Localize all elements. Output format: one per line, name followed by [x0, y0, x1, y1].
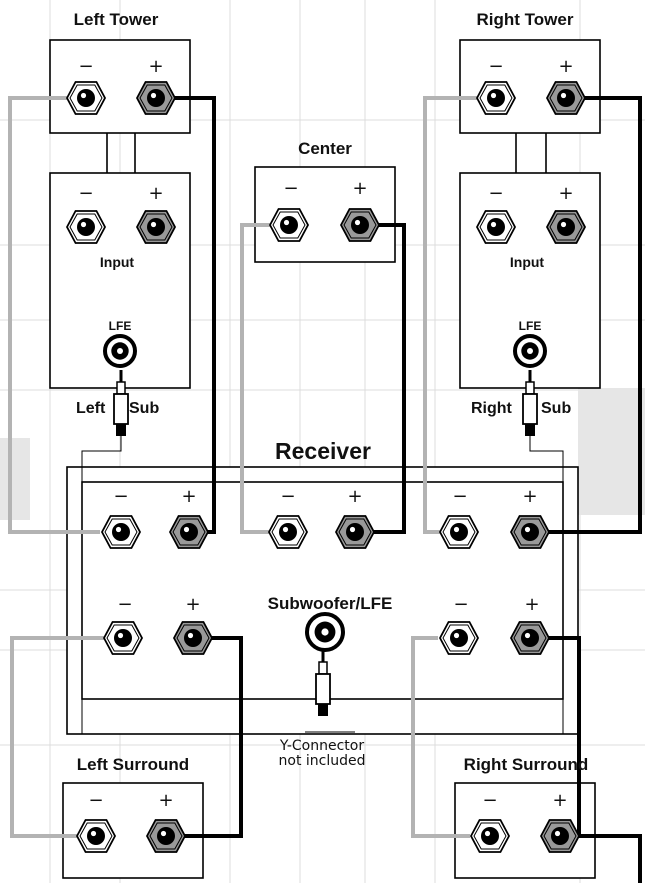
positive-terminal-icon: [145, 819, 187, 853]
positive-terminal-icon: [168, 515, 210, 549]
right-lfe-label: LFE: [519, 319, 542, 333]
minus-sign: −: [452, 486, 467, 507]
negative-terminal-icon: [438, 621, 480, 655]
right-label: Right: [471, 400, 513, 417]
left-input-label: Input: [100, 254, 135, 270]
right-surround-label: Right Surround: [464, 755, 589, 774]
minus-sign: −: [113, 486, 128, 507]
left-label: Left: [76, 400, 106, 417]
plus-sign: +: [148, 183, 163, 204]
lfe-jack-icon: [103, 334, 137, 368]
positive-terminal-icon: [509, 621, 551, 655]
negative-terminal-icon: [268, 208, 310, 242]
y-connector-line1: Y-Connector: [279, 738, 364, 754]
plus-sign: +: [558, 183, 573, 204]
negative-terminal-icon: [469, 819, 511, 853]
positive-terminal-icon: [545, 210, 587, 244]
minus-sign: −: [488, 183, 503, 204]
jacks: [103, 334, 547, 652]
right-sub-label: Sub: [541, 400, 571, 417]
positive-terminal-icon: [135, 81, 177, 115]
y-connector-line2: not included: [279, 753, 366, 769]
plugs: [113, 370, 538, 716]
plus-sign: +: [181, 486, 196, 507]
plus-sign: +: [352, 178, 367, 199]
positive-terminal-icon: [172, 621, 214, 655]
minus-sign: −: [488, 56, 503, 77]
positive-terminal-icon: [339, 208, 381, 242]
plus-sign: +: [552, 790, 567, 811]
lfe-lines: [81, 425, 564, 734]
positive-terminal-icon: [539, 819, 581, 853]
minus-sign: −: [117, 594, 132, 615]
gray-panel-left: [0, 438, 30, 520]
plus-sign: +: [185, 594, 200, 615]
left-sub-label: Sub: [129, 400, 159, 417]
negative-terminal-icon: [102, 621, 144, 655]
negative-terminal-icon: [475, 81, 517, 115]
plus-sign: +: [558, 56, 573, 77]
plus-sign: +: [524, 594, 539, 615]
positive-terminal-icon: [334, 515, 376, 549]
negative-terminal-icon: [475, 210, 517, 244]
positive-terminal-icon: [509, 515, 551, 549]
left-tower-label: Left Tower: [74, 10, 159, 29]
right-tower-label: Right Tower: [477, 10, 574, 29]
positive-terminal-icon: [545, 81, 587, 115]
minus-sign: −: [78, 56, 93, 77]
plus-sign: +: [347, 486, 362, 507]
right-input-label: Input: [510, 254, 545, 270]
minus-sign: −: [78, 183, 93, 204]
lfe-jack-icon: [305, 612, 345, 652]
negative-terminal-icon: [65, 210, 107, 244]
receiver-label: Receiver: [275, 438, 371, 464]
negative-wires: [8, 96, 482, 838]
positive-terminal-icon: [135, 210, 177, 244]
plus-sign: +: [148, 56, 163, 77]
rca-plug-icon: [113, 370, 129, 436]
labels: Left Tower Right Tower Center Receiver S…: [74, 10, 589, 811]
negative-terminal-icon: [438, 515, 480, 549]
negative-terminal-icon: [267, 515, 309, 549]
center-label: Center: [298, 139, 352, 158]
minus-sign: −: [453, 594, 468, 615]
negative-terminal-icon: [75, 819, 117, 853]
gray-panel-right: [578, 388, 645, 515]
negative-terminal-icon: [65, 81, 107, 115]
negative-terminal-icon: [100, 515, 142, 549]
left-lfe-label: LFE: [109, 319, 132, 333]
lfe-jack-icon: [513, 334, 547, 368]
left-surround-label: Left Surround: [77, 755, 189, 774]
minus-sign: −: [88, 790, 103, 811]
terminals: [65, 81, 587, 853]
minus-sign: −: [283, 178, 298, 199]
minus-sign: −: [482, 790, 497, 811]
rca-plug-icon: [315, 650, 331, 716]
minus-sign: −: [280, 486, 295, 507]
subwoofer-lfe-label: Subwoofer/LFE: [268, 594, 393, 613]
plus-sign: +: [522, 486, 537, 507]
plus-sign: +: [158, 790, 173, 811]
rca-plug-icon: [522, 370, 538, 436]
